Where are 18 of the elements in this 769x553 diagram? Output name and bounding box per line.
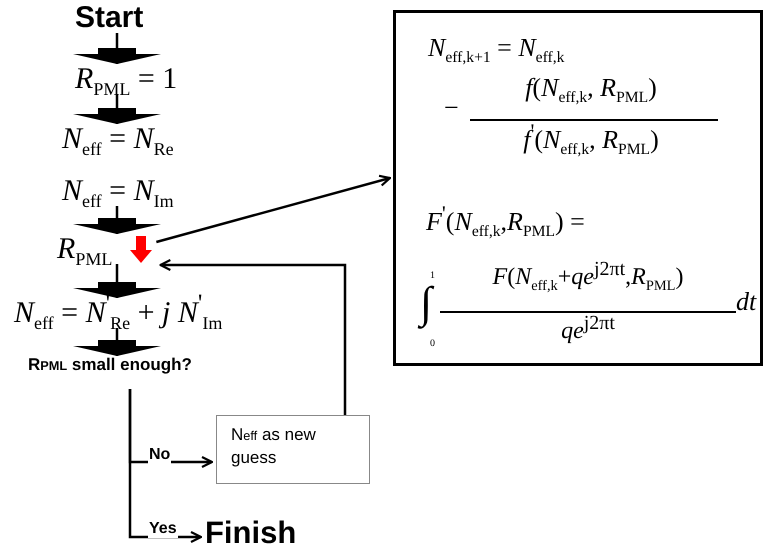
arrow [128,389,202,544]
formula-text: 1 [430,271,435,281]
edge-label: Yes [148,520,178,538]
edge-label: No [148,446,172,464]
formula-step [57,234,152,264]
formula-text: 0 [430,339,435,349]
process-box [216,415,370,484]
formula-text: R$_{PML}$ [57,232,112,265]
formula-text: dt [736,289,756,315]
formula-text: R$_{PML}$ = 1 [75,62,178,95]
formula-text: − [444,95,459,121]
arrow [156,174,392,244]
formula-text: N$_{eff}$ = N$_{Im}$ [62,174,174,207]
step-text: Start [75,1,144,34]
formula-text: N$_{eff}$ = N$_{Re}$ [62,122,174,155]
formula-panel [393,10,763,366]
step-text: Finish [205,515,296,550]
arrow [159,258,346,415]
